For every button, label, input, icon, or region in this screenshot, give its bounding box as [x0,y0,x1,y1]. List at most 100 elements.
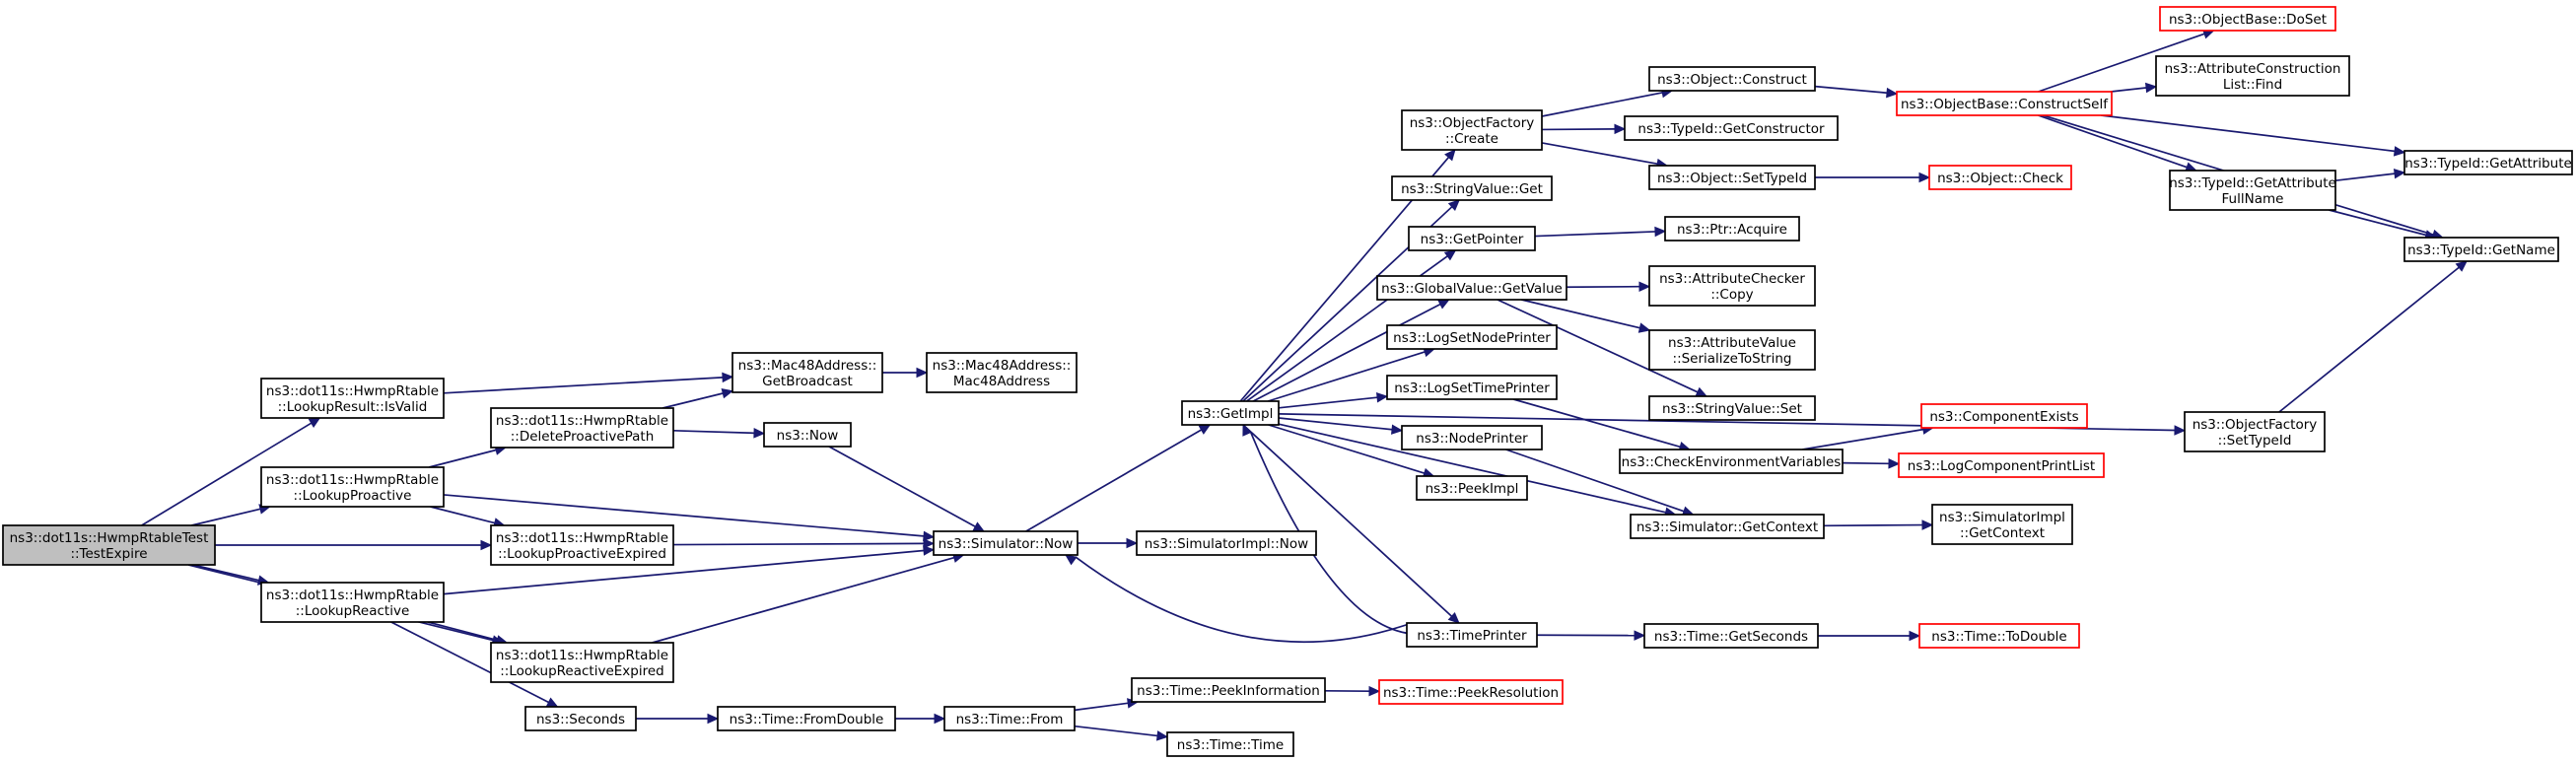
node-timeprinter[interactable]: ns3::TimePrinter [1406,622,1538,648]
node-box[interactable] [2169,170,2336,211]
node-now[interactable]: ns3::Now [763,422,852,448]
node-getimpl[interactable]: ns3::GetImpl [1181,400,1280,426]
node-box[interactable] [1401,109,1543,151]
node-box[interactable] [1376,275,1567,301]
node-box[interactable] [1643,623,1819,649]
node-box[interactable] [1931,504,2073,545]
node-object_settypeid[interactable]: ns3::Object::SetTypeId [1648,165,1816,190]
node-box[interactable] [1416,475,1528,501]
node-box[interactable] [1630,514,1825,539]
node-box[interactable] [2403,237,2559,262]
node-simulator_getcontext[interactable]: ns3::Simulator::GetContext [1630,514,1825,539]
node-box[interactable] [1406,622,1538,648]
node-typeid_getconstructor[interactable]: ns3::TypeId::GetConstructor [1624,115,1839,141]
node-box[interactable] [1378,679,1564,705]
node-time_peekresolution[interactable]: ns3::Time::PeekResolution [1378,679,1564,705]
node-box[interactable] [260,466,445,508]
node-box[interactable] [260,582,445,623]
node-time_from[interactable]: ns3::Time::From [943,706,1076,731]
node-attributevalue_serialize[interactable]: ns3::AttributeValue::SerializeToString [1648,329,1816,371]
node-lookupreactiveexpired[interactable]: ns3::dot11s::HwmpRtable::LookupReactiveE… [490,642,674,683]
node-lookupreactive[interactable]: ns3::dot11s::HwmpRtable::LookupReactive [260,582,445,623]
node-typeid_getattribute[interactable]: ns3::TypeId::GetAttribute [2403,150,2573,175]
node-box[interactable] [2,524,216,566]
node-logsettimeprinter[interactable]: ns3::LogSetTimePrinter [1386,375,1558,400]
node-box[interactable] [1928,165,2072,190]
node-box[interactable] [2159,6,2336,32]
node-box[interactable] [1131,677,1326,703]
node-typeid_getname[interactable]: ns3::TypeId::GetName [2403,237,2559,262]
node-box[interactable] [1386,324,1558,350]
node-box[interactable] [490,524,674,566]
node-logsetnodeprinter[interactable]: ns3::LogSetNodePrinter [1386,324,1558,350]
node-simulatorimpl_getcontext[interactable]: ns3::SimulatorImpl::GetContext [1931,504,2073,545]
node-componentexists[interactable]: ns3::ComponentExists [1920,403,2088,429]
node-seconds[interactable]: ns3::Seconds [524,706,637,731]
node-objectfactory_create[interactable]: ns3::ObjectFactory::Create [1401,109,1543,151]
node-objectbase_constructself[interactable]: ns3::ObjectBase::ConstructSelf [1896,91,2113,116]
node-attributechecker_copy[interactable]: ns3::AttributeChecker::Copy [1648,265,1816,307]
node-box[interactable] [1181,400,1280,426]
node-box[interactable] [933,530,1079,556]
node-box[interactable] [490,407,674,449]
node-object_construct[interactable]: ns3::Object::Construct [1648,66,1816,92]
node-box[interactable] [717,706,896,731]
node-box[interactable] [1918,623,2080,649]
node-box[interactable] [943,706,1076,731]
node-box[interactable] [1648,395,1816,421]
node-box[interactable] [260,378,445,419]
node-globalvalue_getvalue[interactable]: ns3::GlobalValue::GetValue [1376,275,1567,301]
node-lookupresult_isvalid[interactable]: ns3::dot11s::HwmpRtable::LookupResult::I… [260,378,445,419]
node-lookupproactiveexpired[interactable]: ns3::dot11s::HwmpRtable::LookupProactive… [490,524,674,566]
node-time_fromdouble[interactable]: ns3::Time::FromDouble [717,706,896,731]
node-box[interactable] [2155,55,2350,97]
node-box[interactable] [1619,449,1844,474]
node-stringvalue_get[interactable]: ns3::StringValue::Get [1391,175,1553,201]
node-objectfactory_settypeid[interactable]: ns3::ObjectFactory::SetTypeId [2184,411,2326,452]
node-box[interactable] [1136,530,1317,556]
node-box[interactable] [1408,226,1536,251]
node-box[interactable] [2184,411,2326,452]
node-objectbase_doset[interactable]: ns3::ObjectBase::DoSet [2159,6,2336,32]
node-time_todouble[interactable]: ns3::Time::ToDouble [1918,623,2080,649]
node-getpointer[interactable]: ns3::GetPointer [1408,226,1536,251]
node-box[interactable] [1648,329,1816,371]
node-box[interactable] [1920,403,2088,429]
node-box[interactable] [1898,452,2105,478]
node-box[interactable] [1391,175,1553,201]
node-simulator_now[interactable]: ns3::Simulator::Now [933,530,1079,556]
node-object_check[interactable]: ns3::Object::Check [1928,165,2072,190]
node-deleteproactivepath[interactable]: ns3::dot11s::HwmpRtable::DeleteProactive… [490,407,674,449]
node-box[interactable] [1624,115,1839,141]
node-box[interactable] [490,642,674,683]
node-testexpire[interactable]: ns3::dot11s::HwmpRtableTest::TestExpire [2,524,216,566]
node-stringvalue_set[interactable]: ns3::StringValue::Set [1648,395,1816,421]
node-box[interactable] [926,352,1078,393]
node-box[interactable] [2403,150,2573,175]
node-checkenvironmentvariables[interactable]: ns3::CheckEnvironmentVariables [1619,449,1844,474]
node-box[interactable] [1896,91,2113,116]
node-time_getseconds[interactable]: ns3::Time::GetSeconds [1643,623,1819,649]
node-mac48address[interactable]: ns3::Mac48Address::Mac48Address [926,352,1078,393]
node-box[interactable] [1648,165,1816,190]
node-box[interactable] [1401,425,1543,450]
node-ptr_acquire[interactable]: ns3::Ptr::Acquire [1664,216,1800,242]
node-box[interactable] [1648,66,1816,92]
node-box[interactable] [1166,731,1294,757]
node-time_time[interactable]: ns3::Time::Time [1166,731,1294,757]
node-box[interactable] [1664,216,1800,242]
node-box[interactable] [524,706,637,731]
node-simulatorimpl_now[interactable]: ns3::SimulatorImpl::Now [1136,530,1317,556]
node-peekimpl[interactable]: ns3::PeekImpl [1416,475,1528,501]
node-box[interactable] [731,352,883,393]
node-getbroadcast[interactable]: ns3::Mac48Address::GetBroadcast [731,352,883,393]
node-logcomponentprintlist[interactable]: ns3::LogComponentPrintList [1898,452,2105,478]
node-lookupproactive[interactable]: ns3::dot11s::HwmpRtable::LookupProactive [260,466,445,508]
node-box[interactable] [1386,375,1558,400]
node-nodeprinter[interactable]: ns3::NodePrinter [1401,425,1543,450]
node-time_peekinformation[interactable]: ns3::Time::PeekInformation [1131,677,1326,703]
node-box[interactable] [763,422,852,448]
node-box[interactable] [1648,265,1816,307]
